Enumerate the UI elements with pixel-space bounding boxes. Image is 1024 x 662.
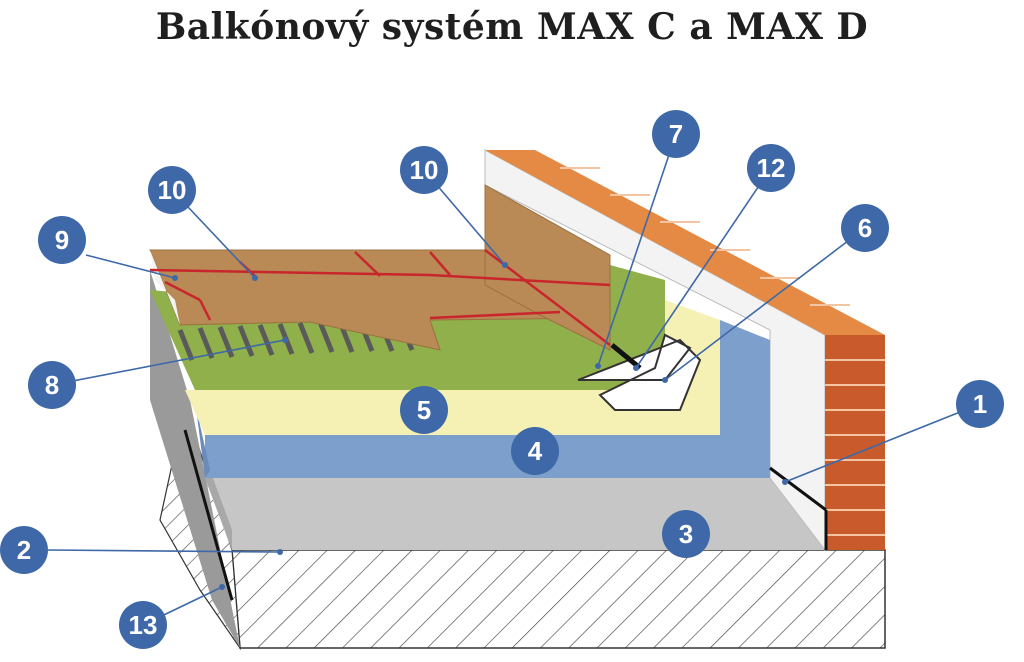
svg-text:9: 9 (55, 225, 69, 255)
callout-6: 6 (841, 204, 889, 252)
callout-13: 13 (119, 601, 167, 649)
callout-10-floor: 10 (148, 166, 196, 214)
svg-text:5: 5 (417, 395, 431, 425)
svg-text:10: 10 (410, 155, 439, 185)
yellow-drainage-layer (185, 300, 720, 435)
sealing-strip (610, 343, 642, 370)
callout-7: 7 (652, 110, 700, 158)
drip-flashing-profile (577, 333, 702, 411)
callout-12: 12 (747, 144, 795, 192)
svg-text:7: 7 (669, 119, 683, 149)
concrete-slab-front (231, 549, 886, 649)
screed-layer (205, 478, 826, 550)
callout-1: 1 (956, 380, 1004, 428)
brick-mortar-lines (560, 167, 885, 536)
callout-9: 9 (38, 216, 86, 264)
svg-text:2: 2 (17, 535, 31, 565)
svg-text:12: 12 (757, 153, 786, 183)
callout-4: 4 (511, 427, 559, 475)
substrate-side-face (150, 270, 240, 648)
wall-seal-black (769, 466, 827, 512)
screed-side (205, 470, 232, 550)
brick-wall-face (825, 335, 885, 550)
svg-text:4: 4 (528, 436, 543, 466)
svg-text:3: 3 (679, 519, 693, 549)
svg-text:13: 13 (129, 610, 158, 640)
callout-2: 2 (0, 526, 48, 574)
tile-edge (150, 250, 180, 325)
skirting-tile (484, 184, 611, 351)
leader-anchors (172, 262, 788, 590)
edge-seal-black (183, 429, 234, 601)
svg-text:8: 8 (45, 370, 59, 400)
diagram-title: Balkónový systém MAX C a MAX D (155, 6, 869, 48)
callout-5: 5 (400, 386, 448, 434)
svg-text:10: 10 (158, 175, 187, 205)
callout-8: 8 (28, 361, 76, 409)
blue-waterproof-layer (205, 320, 770, 478)
svg-text:6: 6 (858, 213, 872, 243)
svg-text:1: 1 (973, 389, 987, 419)
callout-3: 3 (662, 510, 710, 558)
callout-10-skirting: 10 (400, 146, 448, 194)
